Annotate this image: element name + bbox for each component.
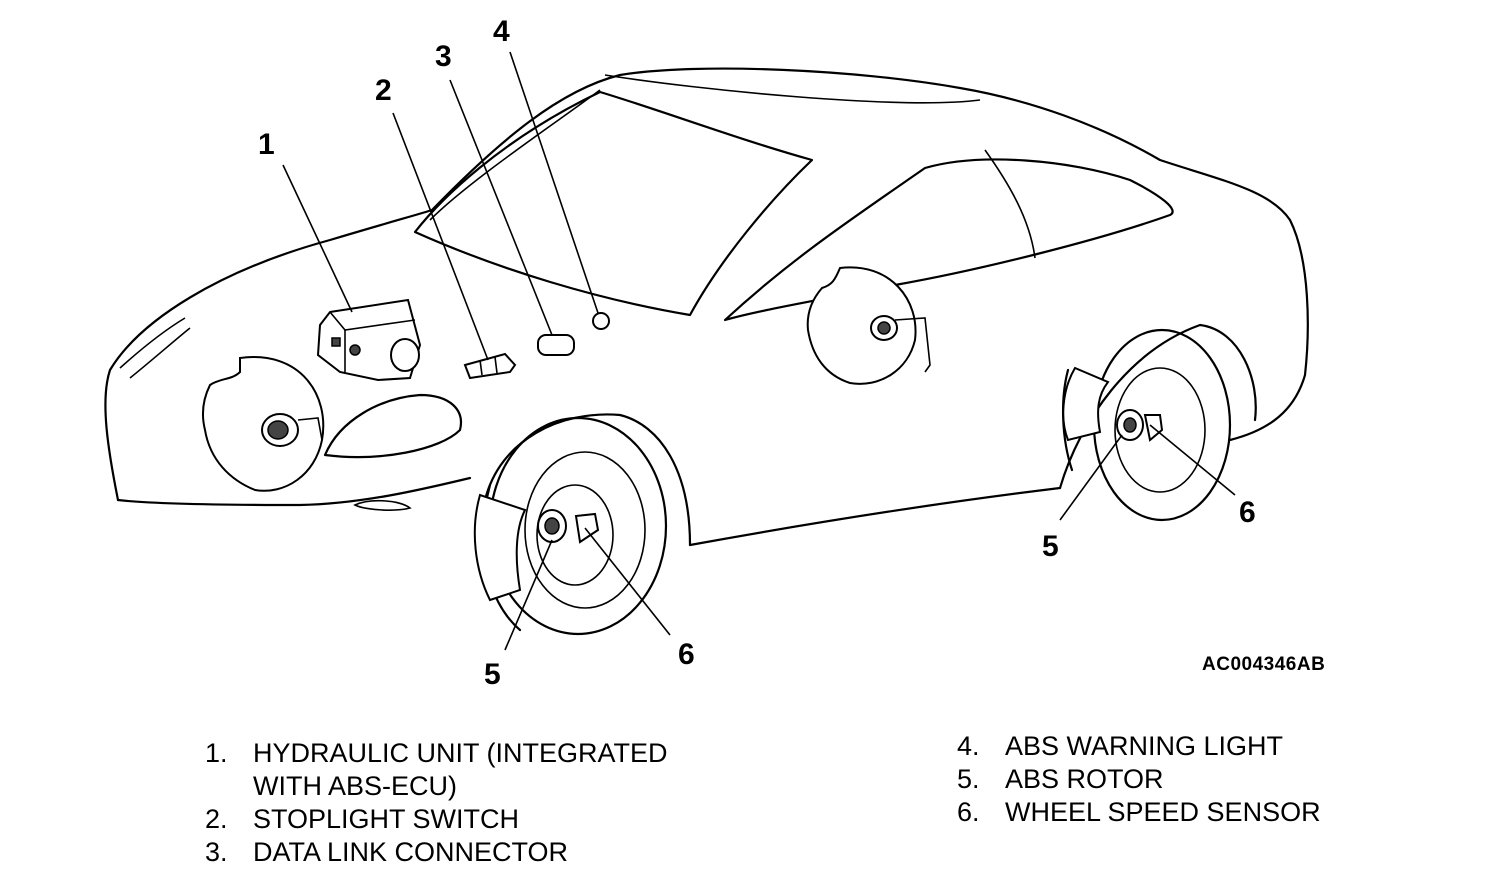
leader-5a — [504, 539, 553, 651]
legend-right: 4. ABS WARNING LIGHT 5. ABS ROTOR 6. WHE… — [957, 730, 1321, 829]
legend-text: STOPLIGHT SWITCH — [253, 804, 520, 834]
callout-4: 4 — [493, 15, 510, 48]
front-right-rotor-sensor — [473, 493, 600, 602]
leader-lines — [282, 51, 1236, 651]
front-left-brake-disc — [201, 356, 325, 492]
leader-2 — [392, 112, 489, 361]
legend-text: ABS ROTOR — [1005, 764, 1164, 794]
callout-1: 1 — [258, 128, 275, 161]
legend-number: 3. — [205, 837, 228, 867]
legend-number: 6. — [957, 797, 980, 827]
car-body-outline — [104, 67, 1309, 547]
callout-6-front: 6 — [678, 638, 695, 671]
legend-item-5: 5. ABS ROTOR — [957, 763, 1321, 796]
callout-2: 2 — [375, 74, 392, 107]
callout-6-rear: 6 — [1239, 496, 1256, 529]
leader-3 — [449, 79, 553, 336]
car-abs-diagram — [104, 51, 1309, 651]
leader-1 — [282, 164, 353, 313]
callout-5-rear: 5 — [1042, 530, 1059, 563]
legend-number: 5. — [957, 764, 980, 794]
stoplight-switch — [463, 352, 517, 380]
legend-text: WHEEL SPEED SENSOR — [1005, 797, 1321, 827]
leader-4 — [509, 51, 599, 314]
legend-item-3: 3. DATA LINK CONNECTOR — [205, 836, 693, 869]
legend-text: HYDRAULIC UNIT (INTEGRATED WITH ABS-ECU) — [253, 738, 668, 801]
legend-number: 2. — [205, 804, 228, 834]
legend-number: 4. — [957, 731, 980, 761]
legend-text: DATA LINK CONNECTOR — [253, 837, 569, 867]
legend-item-2: 2. STOPLIGHT SWITCH — [205, 803, 693, 836]
figure-code: AC004346AB — [1202, 654, 1326, 675]
data-link-connector — [537, 334, 575, 356]
legend-item-1: 1. HYDRAULIC UNIT (INTEGRATED WITH ABS-E… — [205, 737, 693, 803]
leader-5b — [1059, 434, 1123, 521]
legend-number: 1. — [205, 738, 228, 768]
rear-left-brake-disc — [806, 266, 931, 385]
legend-item-6: 6. WHEEL SPEED SENSOR — [957, 796, 1321, 829]
hydraulic-unit — [316, 298, 422, 382]
leader-6a — [584, 527, 671, 636]
abs-warning-light — [592, 312, 610, 330]
callout-3: 3 — [435, 40, 452, 73]
rear-right-rotor-sensor — [1062, 366, 1164, 442]
legend-text: ABS WARNING LIGHT — [1005, 731, 1284, 761]
legend-item-4: 4. ABS WARNING LIGHT — [957, 730, 1321, 763]
legend-left: 1. HYDRAULIC UNIT (INTEGRATED WITH ABS-E… — [205, 737, 693, 869]
callout-5-front: 5 — [484, 658, 501, 691]
leader-6b — [1149, 424, 1236, 496]
